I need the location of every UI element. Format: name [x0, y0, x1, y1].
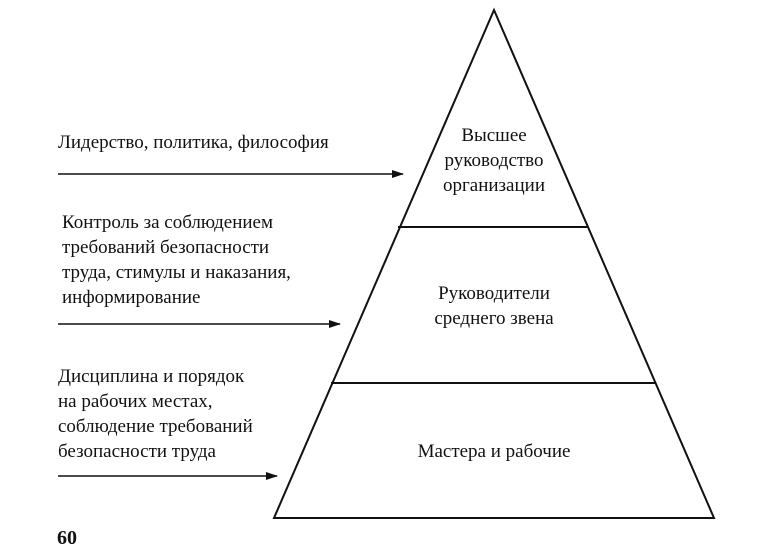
pyramid-outline — [272, 7, 716, 519]
tier-label-middle-management: Руководители среднего звена — [434, 283, 554, 329]
page-number: 60 — [57, 527, 77, 549]
arrow-label-leadership: Лидерство, политика, философия — [58, 132, 329, 153]
tier-label-workers: Мастера и рабочие — [417, 441, 571, 462]
arrow-label-control: Контроль за соблюдением требований безоп… — [62, 212, 291, 308]
pyramid-diagram — [58, 7, 716, 519]
arrow-label-discipline: Дисциплина и порядок на рабочих местах, … — [58, 366, 253, 462]
tier-label-top-management: Высшее руководство организации — [442, 125, 545, 196]
